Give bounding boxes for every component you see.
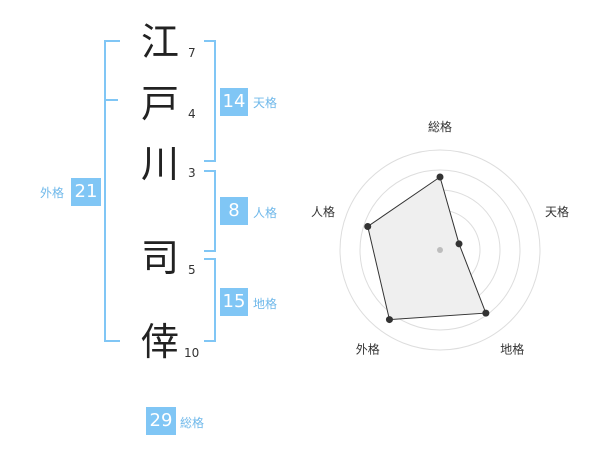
gaikaku-label: 外格 bbox=[40, 186, 65, 200]
radar-axis-label-5: 人格 bbox=[311, 204, 335, 219]
radar-center-dot bbox=[437, 247, 443, 253]
jinkaku-label: 人格 bbox=[253, 206, 278, 220]
name-char-1: 江 bbox=[140, 20, 179, 64]
tenkaku-bracket bbox=[204, 40, 216, 162]
name-char-5: 倖 bbox=[140, 320, 179, 364]
name-char-3: 川 bbox=[140, 142, 179, 186]
soukaku-value: 29 bbox=[146, 407, 176, 435]
radar-area bbox=[367, 176, 487, 321]
tenkaku-value: 14 bbox=[220, 88, 248, 116]
radar-points bbox=[364, 173, 490, 324]
radar-axis-label-3: 地格 bbox=[500, 342, 524, 357]
stroke-count-1: 7 bbox=[188, 46, 196, 60]
radar-ring bbox=[339, 149, 541, 351]
chikaku-bracket bbox=[204, 258, 216, 342]
gaikaku-value: 21 bbox=[71, 178, 101, 206]
gaikaku-bracket bbox=[104, 40, 120, 342]
chikaku-label: 地格 bbox=[253, 297, 278, 311]
stroke-count-3: 3 bbox=[188, 166, 196, 180]
radar-ring bbox=[359, 169, 521, 331]
name-char-4: 司 bbox=[140, 236, 179, 280]
radar-axis-label-2: 天格 bbox=[545, 204, 569, 219]
tenkaku-label: 天格 bbox=[253, 96, 278, 110]
name-char-2: 戸 bbox=[140, 82, 179, 126]
stroke-count-2: 4 bbox=[188, 107, 196, 121]
radar-point-2 bbox=[455, 240, 463, 248]
radar-point-4 bbox=[385, 316, 393, 324]
gaikaku-bracket-tick bbox=[104, 99, 118, 101]
chikaku-value: 15 bbox=[220, 288, 248, 316]
soukaku-label: 総格 bbox=[180, 416, 205, 430]
jinkaku-bracket bbox=[204, 170, 216, 252]
stroke-count-5: 10 bbox=[184, 346, 200, 360]
radar-point-1 bbox=[436, 173, 444, 181]
radar-point-5 bbox=[364, 223, 372, 231]
radar-axis-label-4: 外格 bbox=[356, 342, 380, 357]
radar-point-3 bbox=[482, 309, 490, 317]
jinkaku-value: 8 bbox=[220, 197, 248, 225]
stroke-count-4: 5 bbox=[188, 263, 196, 277]
radar-axis-label-1: 総格 bbox=[428, 119, 452, 134]
